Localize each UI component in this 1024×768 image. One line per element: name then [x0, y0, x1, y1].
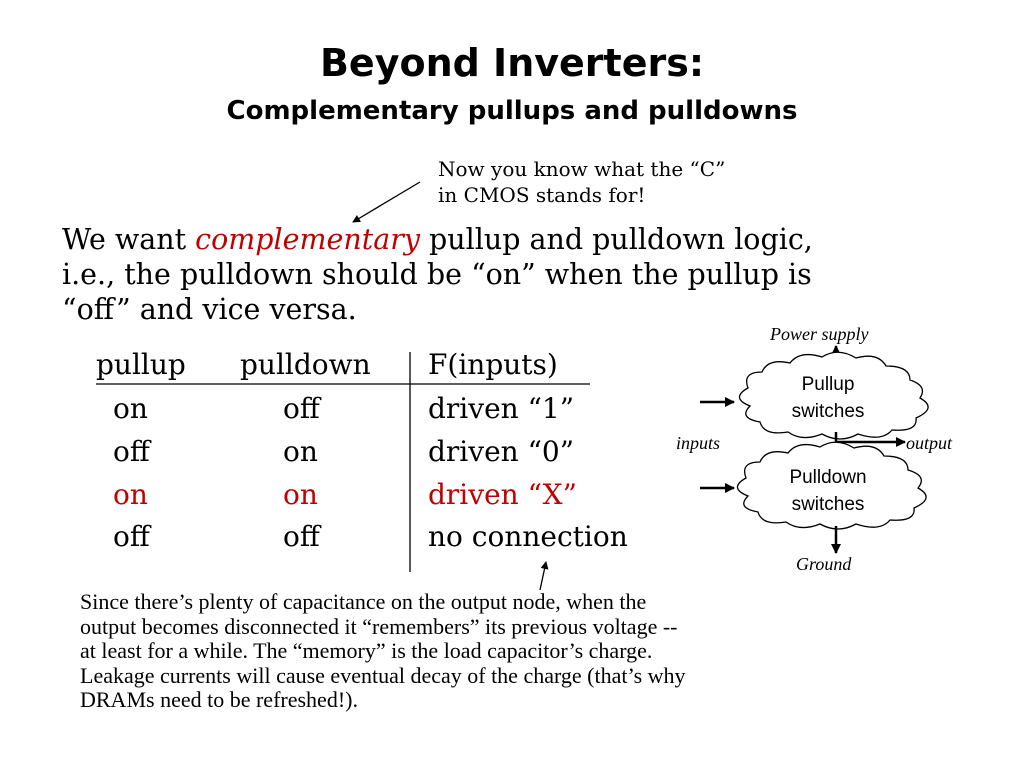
pulldown-label-2: switches — [792, 494, 865, 515]
pullup-label-1: Pullup — [802, 374, 855, 395]
callout-line-1: Now you know what the “C” — [438, 157, 726, 181]
power-supply-label: Power supply — [769, 324, 869, 344]
table-header-pulldown: pulldown — [240, 348, 371, 381]
memory-note: Since there’s plenty of capacitance on t… — [80, 589, 686, 713]
complementary-highlight: complementary — [195, 223, 420, 256]
pullup-pulldown-diagram: Power supply Pullup switches output inpu… — [676, 324, 953, 574]
pullup-label-2: switches — [792, 401, 865, 422]
paragraph-line-2: i.e., the pulldown should be “on” when t… — [62, 258, 812, 291]
intro-paragraph: We want complementary pullup and pulldow… — [62, 222, 813, 327]
no-connection-pointer — [539, 561, 549, 591]
paragraph-line-3: “off” and vice versa. — [62, 293, 357, 326]
table-cell: on — [113, 392, 148, 425]
table-cell: off — [113, 435, 150, 468]
table-header-pullup: pullup — [96, 348, 186, 381]
note-line-5: DRAMs need to be refreshed!). — [80, 687, 358, 712]
table-cell: no connection — [428, 520, 628, 553]
cmos-callout: Now you know what the “C” in CMOS stands… — [438, 156, 725, 208]
table-cell-highlight: on — [283, 478, 318, 511]
note-line-4: Leakage currents will cause eventual dec… — [80, 662, 686, 688]
note-line-1: Since there’s plenty of capacitance on t… — [80, 589, 647, 614]
pullup-cloud — [738, 351, 929, 440]
table-cell: off — [283, 392, 320, 425]
paragraph-line-1-post: pullup and pulldown logic, — [419, 223, 813, 256]
paragraph-line-1: We want complementary pullup and pulldow… — [62, 222, 813, 257]
slide-title: Beyond Inverters: — [319, 41, 705, 85]
table-cell: driven “0” — [428, 435, 575, 468]
note-line-2: output becomes disconnected it “remember… — [80, 613, 678, 639]
pulldown-cloud — [736, 441, 927, 530]
slide-subtitle: Complementary pullups and pulldowns — [226, 96, 798, 126]
table-cell: driven “1” — [428, 392, 575, 425]
inputs-label: inputs — [676, 433, 720, 453]
table-cell: off — [113, 520, 150, 553]
table-header-function: F(inputs) — [428, 348, 558, 381]
table-cell: on — [283, 435, 318, 468]
callout-arrow — [352, 181, 421, 223]
note-line-3: at least for a while. The “memory” is th… — [80, 638, 653, 663]
table-cell-highlight: driven “X” — [428, 478, 577, 511]
callout-line-2: in CMOS stands for! — [438, 183, 646, 207]
pulldown-label-1: Pulldown — [789, 467, 866, 488]
output-label: output — [906, 433, 953, 453]
table-cell-highlight: on — [113, 478, 148, 511]
paragraph-line-1-pre: We want — [62, 223, 196, 256]
ground-label: Ground — [796, 554, 852, 574]
table-cell: off — [283, 520, 320, 553]
